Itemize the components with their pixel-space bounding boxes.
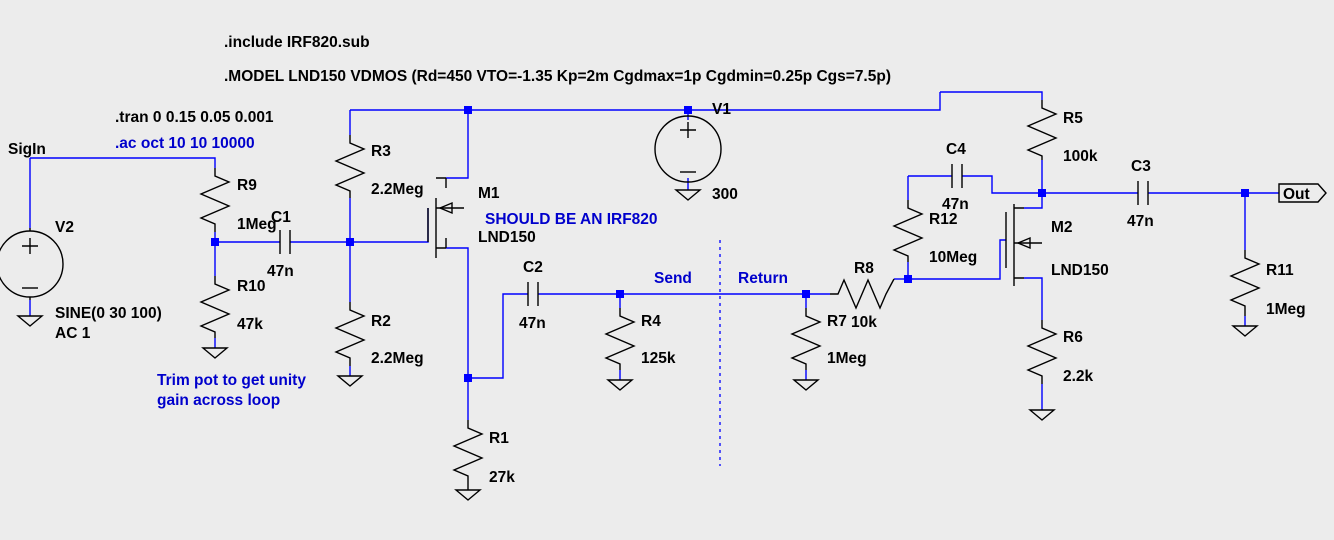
r12-value: 10Meg — [929, 249, 977, 266]
r2-value: 2.2Meg — [371, 350, 424, 367]
capacitor-C1[interactable] — [279, 230, 291, 254]
resistor-R8[interactable] — [830, 278, 895, 310]
r1-value: 27k — [489, 469, 515, 486]
r10-value: 47k — [237, 316, 263, 333]
capacitor-C2[interactable] — [527, 282, 539, 306]
resistor-R12[interactable] — [892, 200, 924, 262]
r5-value: 100k — [1063, 148, 1098, 165]
c2-value: 47n — [519, 315, 546, 332]
v2-value2: AC 1 — [55, 325, 91, 342]
r4-value: 125k — [641, 350, 676, 367]
net-label-sigin: SigIn — [8, 141, 46, 158]
r2-name: R2 — [371, 313, 391, 330]
m2-value: LND150 — [1051, 262, 1109, 279]
should-be-comment: SHOULD BE AN IRF820 — [485, 211, 658, 228]
trim-comment-line2: gain across loop — [157, 392, 280, 409]
net-label-return: Return — [738, 270, 788, 287]
net-label-out: Out — [1283, 186, 1310, 203]
r1-name: R1 — [489, 430, 509, 447]
voltage-source-V1[interactable] — [654, 115, 722, 183]
mosfet-M2[interactable] — [1005, 204, 1042, 286]
r3-name: R3 — [371, 143, 391, 160]
m2-name: M2 — [1051, 219, 1073, 236]
r3-value: 2.2Meg — [371, 181, 424, 198]
m1-name: M1 — [478, 185, 500, 202]
resistor-R2[interactable] — [334, 302, 366, 366]
c1-name: C1 — [271, 209, 291, 226]
ground-symbols — [16, 189, 1259, 501]
v1-name: V1 — [712, 101, 731, 118]
r4-name: R4 — [641, 313, 661, 330]
c4-value: 47n — [942, 196, 969, 213]
resistor-R11[interactable] — [1229, 250, 1261, 316]
junctions — [211, 106, 1249, 382]
capacitor-C3[interactable] — [1137, 181, 1149, 205]
c4-name: C4 — [946, 141, 966, 158]
wires — [29, 91, 1279, 420]
trim-comment-line1: Trim pot to get unity — [157, 372, 306, 389]
m1-value: LND150 — [478, 229, 536, 246]
resistor-R5[interactable] — [1026, 100, 1058, 160]
out-port-symbol — [1278, 183, 1327, 203]
ac-directive: .ac oct 10 10 10000 — [115, 135, 255, 152]
resistor-R6[interactable] — [1026, 320, 1058, 384]
voltage-source-V2[interactable] — [0, 228, 64, 300]
tran-directive: .tran 0 0.15 0.05 0.001 — [115, 109, 274, 126]
capacitor-C4[interactable] — [951, 164, 963, 188]
v2-value1: SINE(0 30 100) — [55, 305, 162, 322]
r11-name: R11 — [1266, 262, 1294, 279]
top-rail-wire — [688, 92, 941, 111]
resistor-R3[interactable] — [334, 135, 366, 198]
r7-name: R7 — [827, 313, 847, 330]
resistor-R7[interactable] — [790, 308, 822, 370]
resistor-R1[interactable] — [452, 420, 484, 490]
r6-name: R6 — [1063, 329, 1083, 346]
model-directive: .MODEL LND150 VDMOS (Rd=450 VTO=-1.35 Kp… — [224, 68, 891, 85]
net-label-send: Send — [654, 270, 692, 287]
c1-value: 47n — [267, 263, 294, 280]
v1-value: 300 — [712, 186, 738, 203]
resistor-R9[interactable] — [199, 168, 231, 232]
c3-name: C3 — [1131, 158, 1151, 175]
r7-value: 1Meg — [827, 350, 867, 367]
c3-value: 47n — [1127, 213, 1154, 230]
r6-value: 2.2k — [1063, 368, 1094, 385]
include-directive: .include IRF820.sub — [224, 34, 370, 51]
r10-name: R10 — [237, 278, 265, 295]
resistor-R10[interactable] — [199, 276, 231, 338]
r5-name: R5 — [1063, 110, 1083, 127]
r8-name: R8 — [854, 260, 874, 277]
c2-name: C2 — [523, 259, 543, 276]
v2-name: V2 — [55, 219, 74, 236]
r9-name: R9 — [237, 177, 257, 194]
r9-value: 1Meg — [237, 216, 277, 233]
r8-value: 10k — [851, 314, 877, 331]
resistor-R4[interactable] — [604, 308, 636, 370]
mosfet-M1[interactable] — [427, 177, 464, 258]
r11-value: 1Meg — [1266, 301, 1306, 318]
r12-name: R12 — [929, 211, 957, 228]
